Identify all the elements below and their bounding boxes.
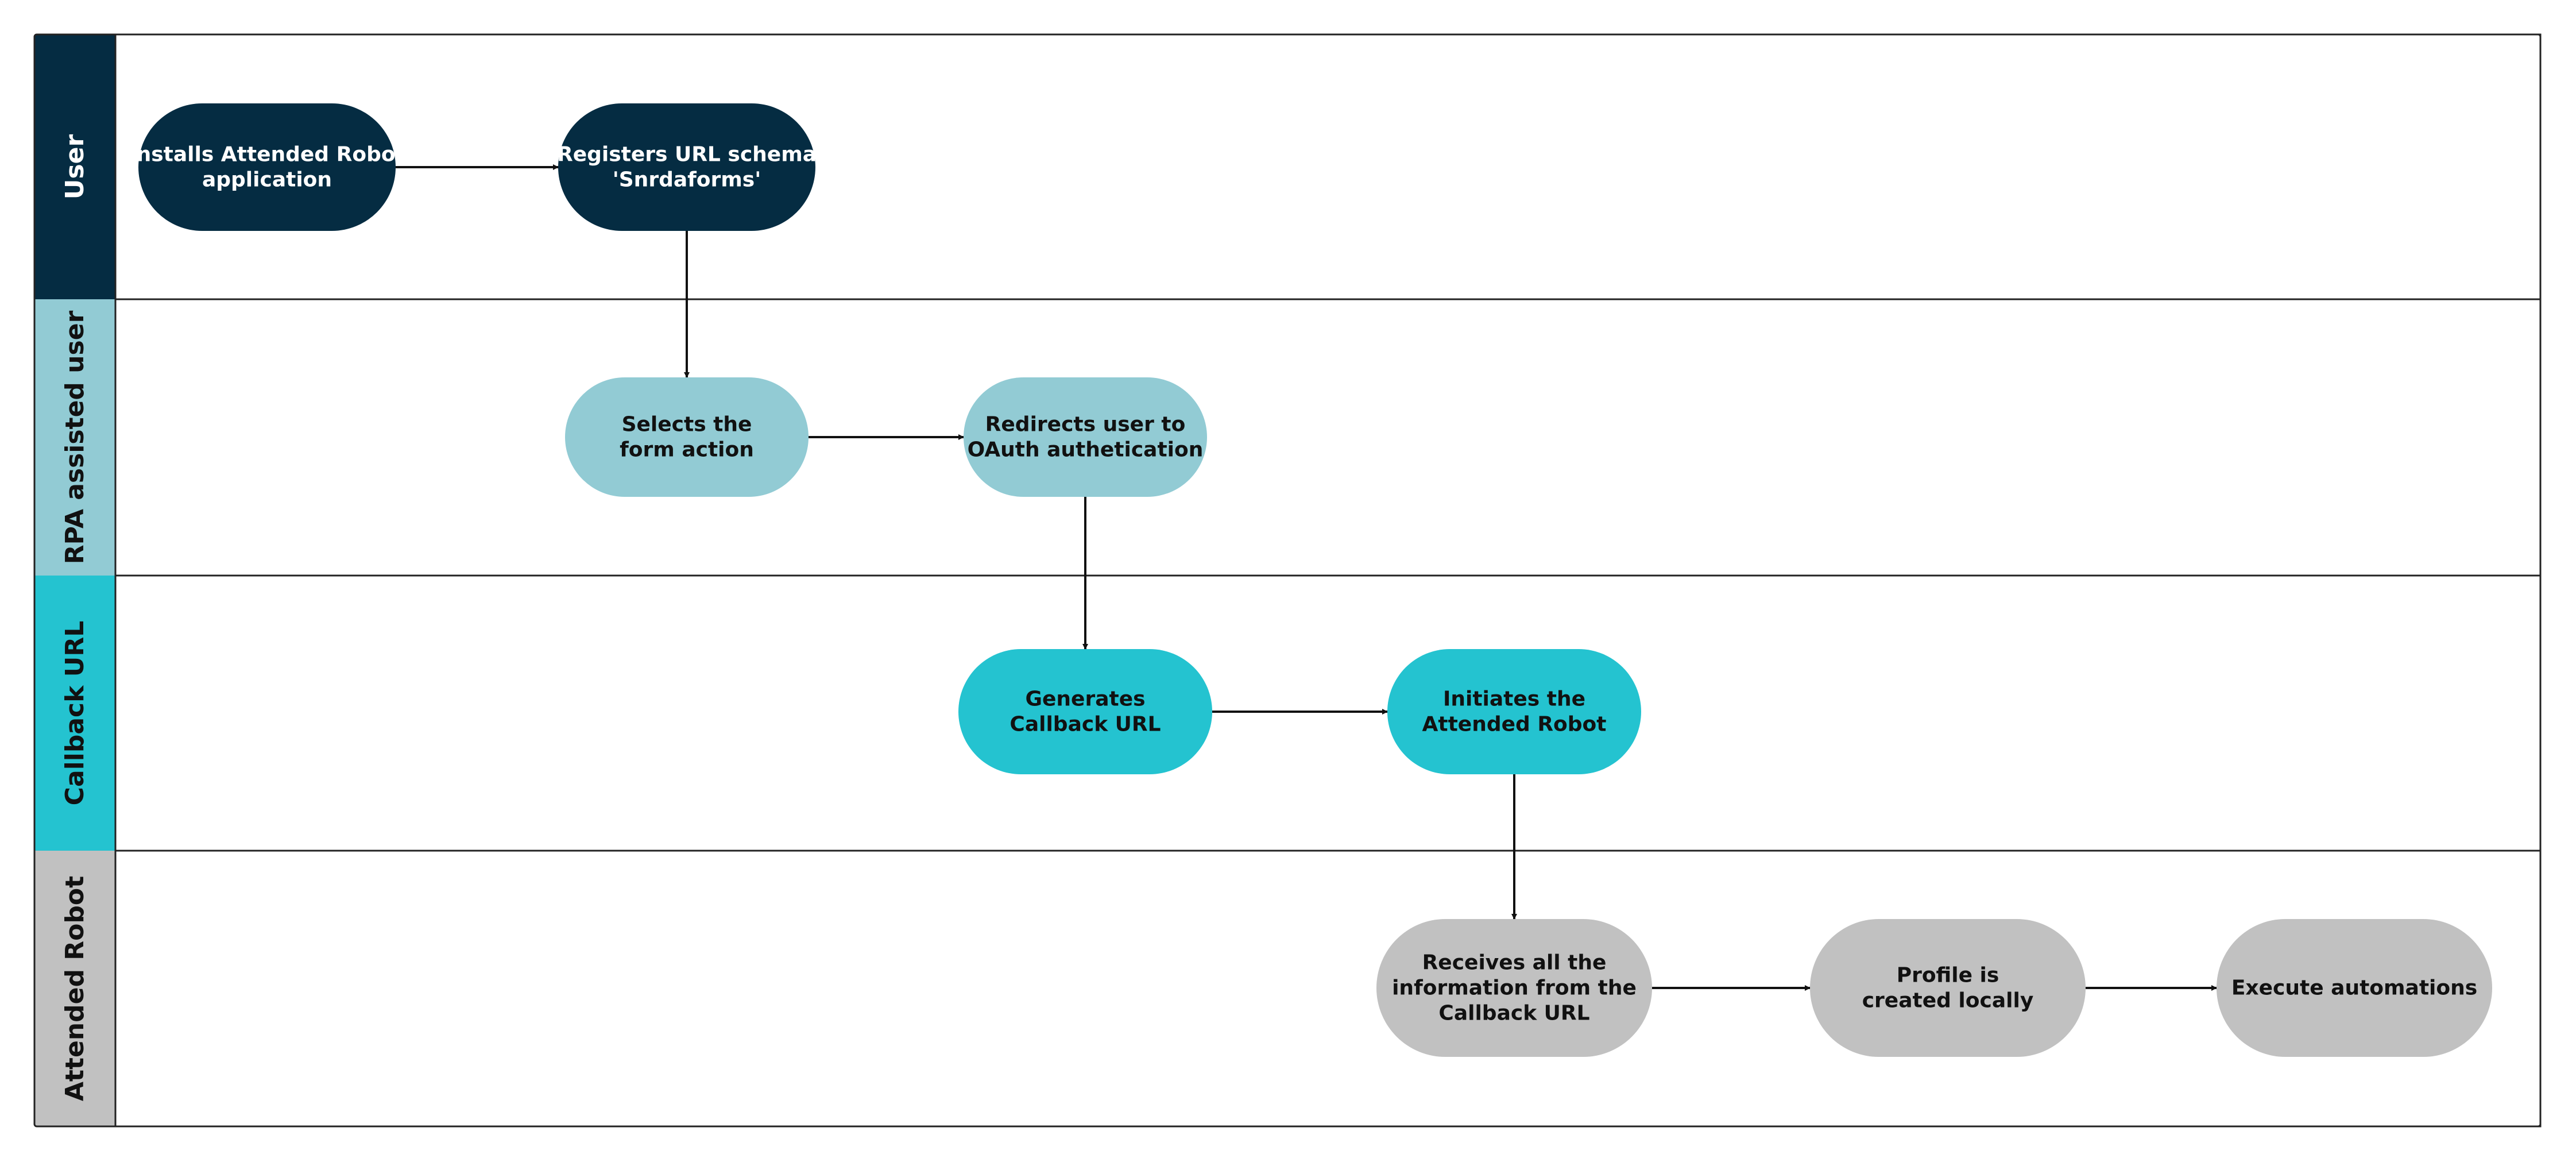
node-text-initiate: Attended Robot	[1422, 713, 1607, 736]
lane-label-callback: Callback URL	[60, 621, 90, 806]
node-text-select: Selects the	[622, 413, 752, 437]
node-text-register: Registers URL schema	[557, 143, 817, 167]
lane-label-rpa: RPA assisted user	[60, 310, 90, 564]
node-text-generate: Generates	[1025, 688, 1145, 711]
node-register: Registers URL schema'Snrdaforms'	[557, 103, 817, 231]
node-text-receive: information from the	[1392, 976, 1637, 1000]
lane-header-robot	[34, 851, 115, 1126]
lane-header-rpa	[34, 299, 115, 576]
node-shape-register	[558, 103, 815, 231]
lane-callback: Callback URL	[34, 574, 2542, 852]
node-text-profile: created locally	[1862, 989, 2034, 1013]
lane-body-callback	[114, 574, 2542, 852]
node-text-execute: Execute automations	[2231, 976, 2477, 1000]
node-shape-install	[138, 103, 396, 231]
node-shape-generate	[958, 649, 1212, 774]
node-text-redirect: Redirects user to	[985, 413, 1186, 437]
diagram-frame	[33, 33, 2542, 1128]
node-text-receive: Receives all the	[1422, 951, 1607, 975]
node-shape-profile	[1810, 919, 2086, 1057]
node-text-install: Installs Attended Robot	[129, 143, 405, 167]
lane-rpa: RPA assisted user	[34, 298, 2542, 577]
node-text-select: form action	[620, 438, 754, 462]
node-shape-receive	[1376, 919, 1652, 1057]
node-text-register: 'Snrdaforms'	[613, 168, 761, 192]
node-shape-initiate	[1387, 649, 1641, 774]
node-text-receive: Callback URL	[1438, 1002, 1589, 1025]
lane-label-robot: Attended Robot	[60, 876, 90, 1101]
lane-body-rpa	[114, 298, 2542, 577]
node-text-generate: Callback URL	[1009, 713, 1161, 736]
lane-label-user: User	[60, 134, 90, 199]
lane-header-callback	[34, 576, 115, 851]
node-shape-execute	[2217, 919, 2492, 1057]
edges-layer	[396, 164, 2217, 991]
node-text-redirect: OAuth authetication	[968, 438, 1204, 462]
node-shape-select	[565, 377, 809, 497]
lane-header-user	[34, 34, 115, 299]
node-shape-redirect	[964, 377, 1207, 497]
node-execute: Execute automations	[2217, 919, 2492, 1057]
node-text-initiate: Initiates the	[1443, 688, 1585, 711]
node-text-profile: Profile is	[1897, 964, 1999, 987]
node-text-install: application	[202, 168, 332, 192]
